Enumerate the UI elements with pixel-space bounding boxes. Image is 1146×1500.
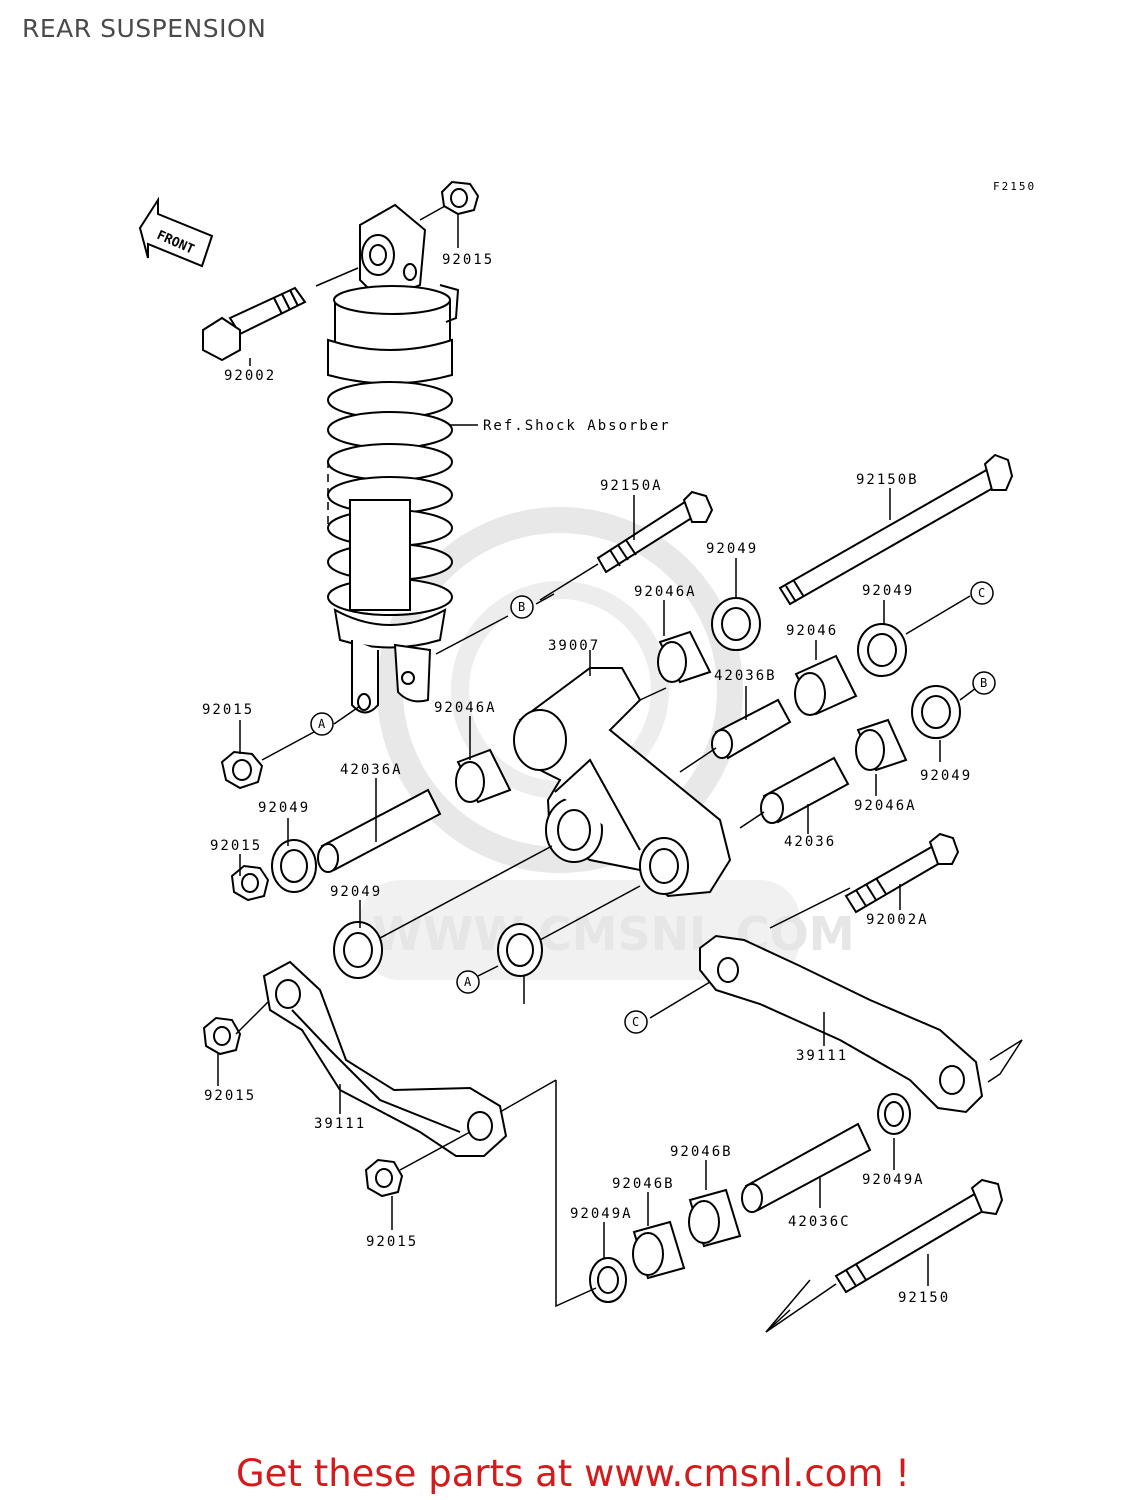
part-labels: 92015 92002 Ref.Shock Absorber 92150A 92… [202, 252, 972, 1306]
svg-text:B: B [980, 676, 987, 690]
nut-92015-b [230, 864, 270, 902]
callout-a-1: A [310, 712, 334, 736]
exploded-parts-diagram: WWW.CMSNL.COM F2150 FRONT [138, 180, 1036, 1333]
label-92046a: 92046A [434, 700, 497, 716]
bearing-92046b-b [632, 1220, 686, 1280]
bolt-92002 [202, 286, 307, 362]
label-92015: 92015 [442, 252, 494, 268]
spacer-42036b [711, 698, 792, 760]
svg-text:A: A [464, 975, 472, 989]
figure-code: F2150 [993, 180, 1036, 193]
svg-text:C: C [978, 586, 985, 600]
label-92049: 92049 [706, 541, 758, 557]
label-92150b: 92150B [856, 472, 919, 488]
label-92049: 92049 [258, 800, 310, 816]
shock-absorber [327, 203, 460, 714]
svg-text:C: C [632, 1015, 639, 1029]
bearing-92046 [794, 654, 858, 716]
label-92002a: 92002A [866, 912, 929, 928]
leader-lines [217, 205, 1023, 1333]
bolt-92150b [778, 453, 1014, 606]
label-42036b: 42036B [714, 668, 777, 684]
label-92015: 92015 [210, 838, 262, 854]
label-92002: 92002 [224, 368, 276, 384]
tie-rod-39111-right [699, 934, 984, 1114]
label-42036: 42036 [784, 834, 836, 850]
callout-c-2: C [624, 1010, 648, 1034]
label-92046a: 92046A [634, 584, 697, 600]
bearing-92046b-a [688, 1188, 742, 1248]
watermark-text: WWW.CMSNL.COM [372, 907, 855, 961]
label-92046: 92046 [786, 623, 838, 639]
label-39007: 39007 [548, 638, 600, 654]
bolt-92150 [834, 1178, 1004, 1294]
callout-a-2: A [456, 970, 480, 994]
bolt-92150a [596, 490, 714, 574]
seal-92049a-b [589, 1257, 627, 1303]
promo-link[interactable]: Get these parts at www.cmsnl.com ! [235, 1452, 910, 1495]
nut-92015-c [202, 1016, 242, 1056]
label-92049: 92049 [330, 884, 382, 900]
bearing-92046a-b [455, 748, 512, 804]
callout-b-1: B [510, 595, 534, 619]
callout-b-2: B [972, 671, 996, 695]
front-arrow-icon: FRONT [138, 196, 214, 268]
label-39111: 39111 [796, 1048, 848, 1064]
label-92046a: 92046A [854, 798, 917, 814]
label-42036c: 42036C [788, 1214, 851, 1230]
label-92049: 92049 [862, 583, 914, 599]
tie-rod-39111-left [262, 960, 508, 1157]
seal-92049-c [911, 685, 961, 739]
bolt-92002a [844, 832, 960, 914]
label-92015: 92015 [204, 1088, 256, 1104]
label-92049: 92049 [920, 768, 972, 784]
label-92046b: 92046B [612, 1176, 675, 1192]
label-39111: 39111 [314, 1116, 366, 1132]
spacer-42036 [760, 756, 850, 824]
svg-text:A: A [318, 717, 326, 731]
label-92015: 92015 [202, 702, 254, 718]
spacer-42036c [741, 1122, 872, 1213]
seal-92049a-a [877, 1093, 911, 1135]
svg-text:B: B [518, 600, 525, 614]
bearing-92046a-a [657, 630, 712, 684]
nut-92015-d [364, 1158, 404, 1198]
label-42036a: 42036A [340, 762, 403, 778]
label-92046b: 92046B [670, 1144, 733, 1160]
nut-92015-a [220, 750, 264, 790]
label-ref-shock-absorber: Ref.Shock Absorber [483, 418, 671, 434]
page-title: REAR SUSPENSION [22, 14, 267, 43]
rocker-arm-39007 [513, 667, 732, 898]
seal-92049-f [497, 923, 543, 977]
spacer-42036a [317, 788, 442, 873]
bearing-92046a-c [855, 718, 908, 772]
seal-92049-a [711, 597, 761, 651]
label-92049a: 92049A [862, 1172, 925, 1188]
nut-92015-top [440, 180, 480, 216]
label-92049a: 92049A [570, 1206, 633, 1222]
label-92150a: 92150A [600, 478, 663, 494]
label-92015: 92015 [366, 1234, 418, 1250]
seal-92049-d [271, 839, 317, 893]
seal-92049-b [857, 623, 907, 677]
seal-92049-e [333, 921, 383, 979]
label-92150: 92150 [898, 1290, 950, 1306]
callout-c-1: C [970, 581, 994, 605]
